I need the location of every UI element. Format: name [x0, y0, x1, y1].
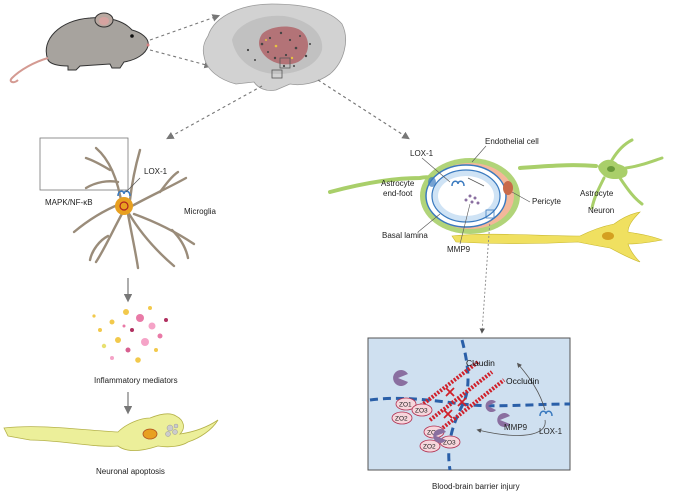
zo-group-b: ZO1 ZO2 ZO3: [419, 425, 461, 453]
apoptotic-neuron: [3, 413, 219, 451]
label-inflammatory: Inflammatory mediators: [94, 376, 178, 385]
mmp9-pacman-icons: [393, 370, 510, 443]
microglia-nucleus: [119, 201, 129, 211]
zo3-a-label: ZO3: [415, 408, 428, 415]
label-mapk: MAPK/NF-κB: [45, 198, 93, 207]
mmp9-inner-arrow: [467, 177, 485, 187]
zo-group-a: ZO1 ZO3 ZO2: [391, 397, 433, 425]
label-microglia: Microglia: [184, 207, 217, 216]
zoom-connector-arrow: [479, 219, 491, 334]
inset-lox1-icon: [539, 410, 553, 417]
lox1-to-zo-arrow: [476, 419, 546, 436]
label-basal-lamina: Basal lamina: [382, 231, 428, 240]
tight-junction-strands: [416, 360, 506, 432]
zo1-a-label: ZO1: [399, 402, 412, 409]
lox1-pointer: [125, 177, 141, 193]
label-pericyte: Pericyte: [532, 197, 561, 206]
neuron-cell: [451, 211, 664, 263]
microglia-zoom-box: [39, 137, 129, 191]
label-lox1-vessel: LOX-1: [410, 149, 434, 158]
label-astro-endfoot-2: end-foot: [383, 189, 413, 198]
label-endothelial: Endothelial cell: [485, 137, 539, 146]
lox1-receptor-icon: [117, 190, 131, 197]
junction-break-marks: [443, 387, 467, 419]
label-claudin: Claudin: [466, 358, 495, 368]
microglia-body: [115, 197, 133, 215]
inflammatory-mediators-dots: [92, 306, 168, 363]
label-mmp9-inset: MMP9: [504, 423, 528, 432]
mouse-to-brain-arrow-2: [149, 49, 213, 69]
lox1-to-claudin-arrow: [516, 362, 546, 411]
vessel-mmp9-dots: [464, 194, 480, 205]
label-bbb-injury: Blood-brain barrier injury: [432, 482, 520, 491]
mouse-to-brain-arrow-1: [149, 14, 221, 41]
label-mmp9-vessel: MMP9: [447, 245, 471, 254]
brain-illustration: [202, 3, 346, 91]
label-occludin: Occludin: [506, 376, 539, 386]
microglia-cell: [72, 146, 196, 270]
zo1-b-label: ZO1: [427, 430, 440, 437]
zo2-a-label: ZO2: [395, 416, 408, 423]
brain-to-vessel-arrow: [317, 79, 410, 140]
label-apoptosis: Neuronal apoptosis: [96, 467, 165, 476]
cell-border-vertical: [447, 339, 470, 471]
astrocyte-cell: [328, 138, 664, 210]
label-lox1-inset: LOX-1: [539, 427, 563, 436]
vessel-lox1-icon: [451, 180, 465, 187]
zo3-b-label: ZO3: [443, 440, 456, 447]
mouse-illustration: [9, 12, 150, 84]
label-astrocyte: Astrocyte: [580, 189, 614, 198]
label-astro-endfoot-1: Astrocyte: [381, 179, 415, 188]
zo2-b-label: ZO2: [423, 444, 436, 451]
brain-to-microglia-arrow: [166, 85, 263, 140]
label-lox1-microglia: LOX-1: [144, 167, 168, 176]
label-neuron: Neuron: [588, 206, 614, 215]
vessel-zoom-box: [485, 209, 495, 219]
